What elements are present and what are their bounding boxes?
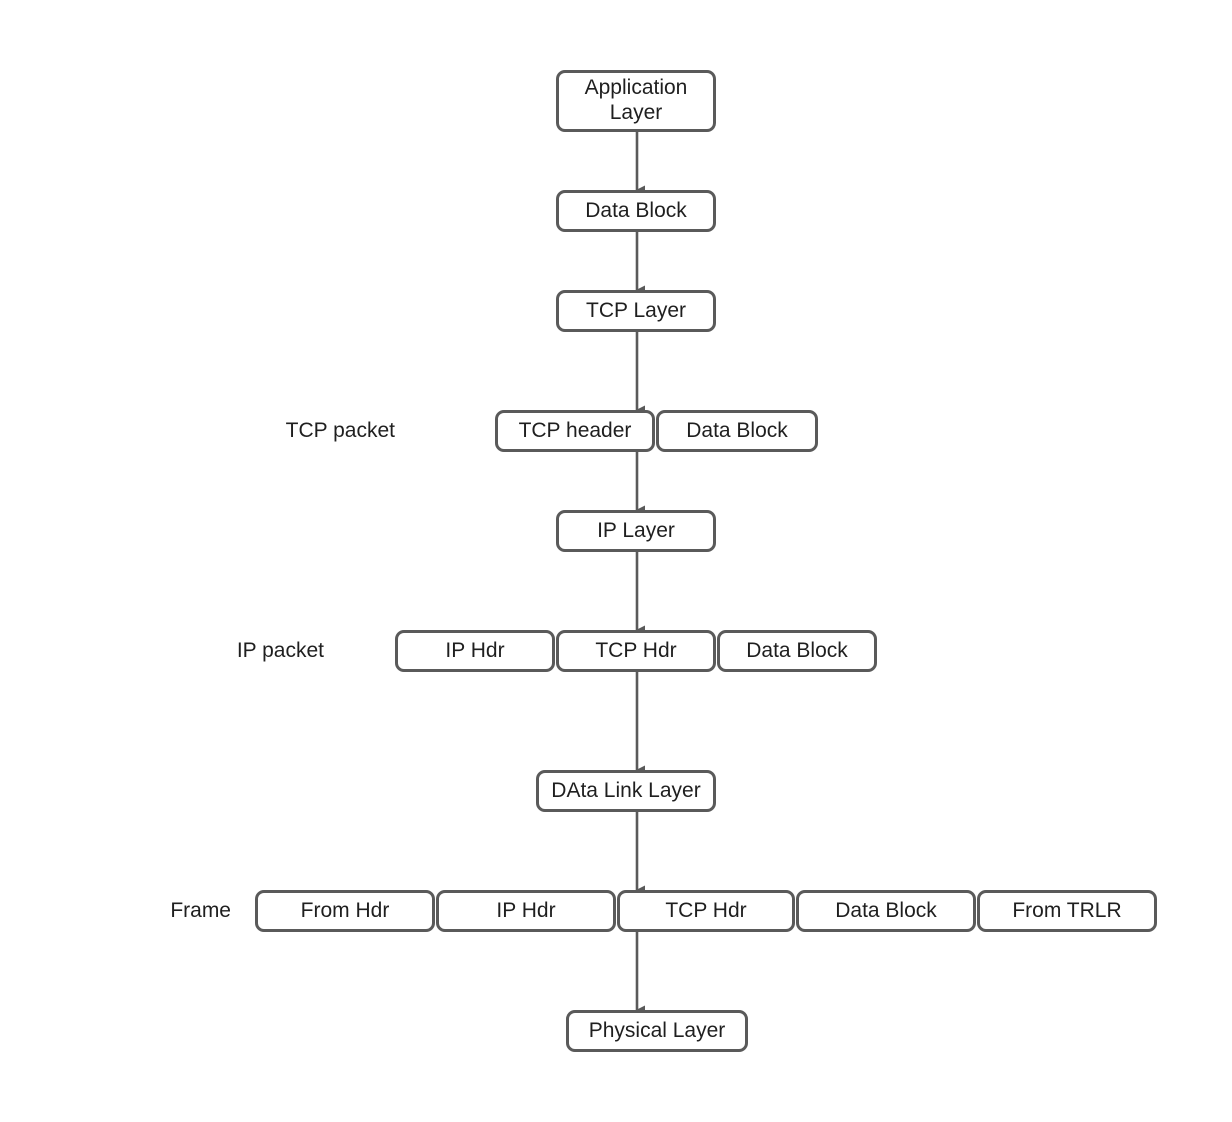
tcp-header-segment: TCP header xyxy=(495,410,655,452)
data-block-top: Data Block xyxy=(556,190,716,232)
ip-hdr-segment: IP Hdr xyxy=(395,630,555,672)
physical-layer: Physical Layer xyxy=(566,1010,748,1052)
frame-from-hdr-segment: From Hdr xyxy=(255,890,435,932)
ip-layer: IP Layer xyxy=(556,510,716,552)
frame-from-trlr-segment: From TRLR xyxy=(977,890,1157,932)
ip-tcp-hdr-segment: TCP Hdr xyxy=(556,630,716,672)
row-label-ip-packet: IP packet xyxy=(236,639,324,662)
ip-data-block-segment: Data Block xyxy=(717,630,877,672)
frame-tcp-hdr-segment: TCP Hdr xyxy=(617,890,795,932)
tcp-layer: TCP Layer xyxy=(556,290,716,332)
tcp-data-block-segment: Data Block xyxy=(656,410,818,452)
frame-data-block-segment: Data Block xyxy=(796,890,976,932)
frame-ip-hdr-segment: IP Hdr xyxy=(436,890,616,932)
row-label-tcp-packet: TCP packet xyxy=(285,419,395,442)
row-label-frame: Frame xyxy=(170,899,231,922)
data-link-layer: DAta Link Layer xyxy=(536,770,716,812)
application-layer: Application Layer xyxy=(556,70,716,132)
